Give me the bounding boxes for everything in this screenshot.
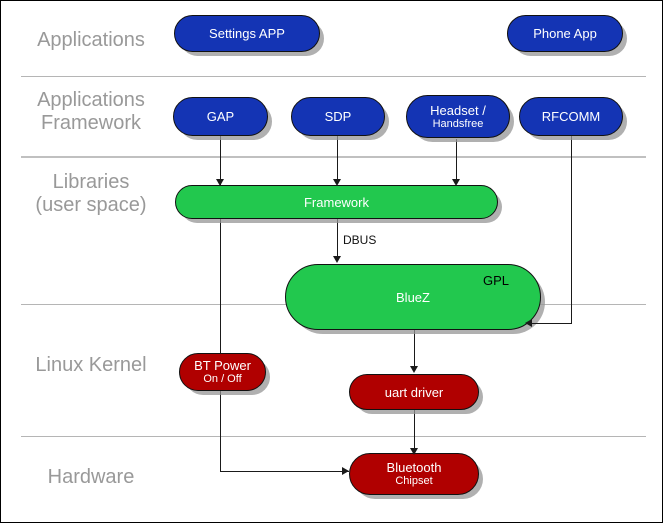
node-uart-driver[interactable]: uart driver (349, 374, 479, 410)
node-bluez[interactable]: BlueZ (285, 264, 541, 330)
node-phone-app[interactable]: Phone App (507, 15, 623, 52)
layer-label-libraries: Libraries (user space) (35, 171, 147, 216)
edge-rfcomm-vertical (571, 136, 572, 323)
edge-bluez-to-uart-arrowhead (410, 366, 418, 373)
node-bluetooth-chipset[interactable]: Bluetooth Chipset (349, 453, 479, 495)
layer-label-hardware: Hardware (47, 466, 135, 488)
edge-bluez-to-uart-vertical (414, 329, 415, 367)
node-rfcomm-label: RFCOMM (541, 109, 601, 124)
divider-applications (21, 76, 646, 77)
edge-headset-vertical (456, 139, 457, 180)
node-bluetooth-chipset-label-line2: Chipset (395, 475, 433, 487)
node-headset-handsfree[interactable]: Headset / Handsfree (406, 95, 510, 138)
edge-btpower-to-chipset-horizontal (220, 471, 349, 472)
node-bt-power-label-line1: BT Power (194, 358, 251, 373)
edge-uart-to-chipset-vertical (414, 410, 415, 449)
edge-uart-to-chipset-arrowhead (410, 448, 418, 455)
node-framework-label: Framework (303, 194, 369, 210)
edge-gap-arrowhead (216, 179, 224, 186)
node-sdp-label: SDP (324, 109, 352, 124)
edge-framework-to-bluez-arrowhead (333, 256, 341, 263)
node-bt-power[interactable]: BT Power On / Off (179, 353, 266, 391)
node-uart-driver-label: uart driver (384, 384, 444, 400)
node-rfcomm[interactable]: RFCOMM (519, 97, 623, 136)
node-headset-handsfree-label-line1: Headset / (430, 102, 486, 118)
layer-label-applications-framework: Applications Framework (37, 89, 145, 134)
edge-gap-vertical (220, 136, 221, 471)
node-bluez-label: BlueZ (396, 289, 430, 305)
node-bt-power-label-line2: On / Off (203, 373, 242, 385)
node-phone-app-label: Phone App (533, 26, 597, 41)
edge-label-dbus: DBUS (343, 233, 377, 247)
divider-linux-kernel (21, 436, 646, 437)
node-bluez-license-tag: GPL (483, 273, 510, 288)
node-headset-handsfree-label-line2: Handsfree (432, 117, 484, 130)
node-framework[interactable]: Framework (175, 185, 498, 219)
node-settings-app[interactable]: Settings APP (174, 15, 320, 52)
edge-btpower-to-chipset-arrowhead (342, 467, 349, 475)
edge-rfcomm-arrowhead (525, 319, 532, 327)
edge-sdp-arrowhead (333, 179, 341, 186)
edge-sdp-vertical (337, 136, 338, 180)
layer-label-linux-kernel: Linux Kernel (35, 354, 147, 376)
node-gap[interactable]: GAP (173, 97, 268, 136)
node-sdp[interactable]: SDP (291, 97, 385, 136)
edge-rfcomm-horizontal (531, 323, 572, 324)
node-bluetooth-chipset-label-line1: Bluetooth (386, 460, 442, 475)
layer-label-applications: Applications (37, 29, 145, 51)
node-settings-app-label: Settings APP (209, 26, 285, 41)
edge-framework-to-bluez-vertical (337, 218, 338, 257)
node-gap-label: GAP (206, 109, 235, 124)
divider-applications-framework (21, 156, 646, 158)
edge-headset-arrowhead (452, 179, 460, 186)
